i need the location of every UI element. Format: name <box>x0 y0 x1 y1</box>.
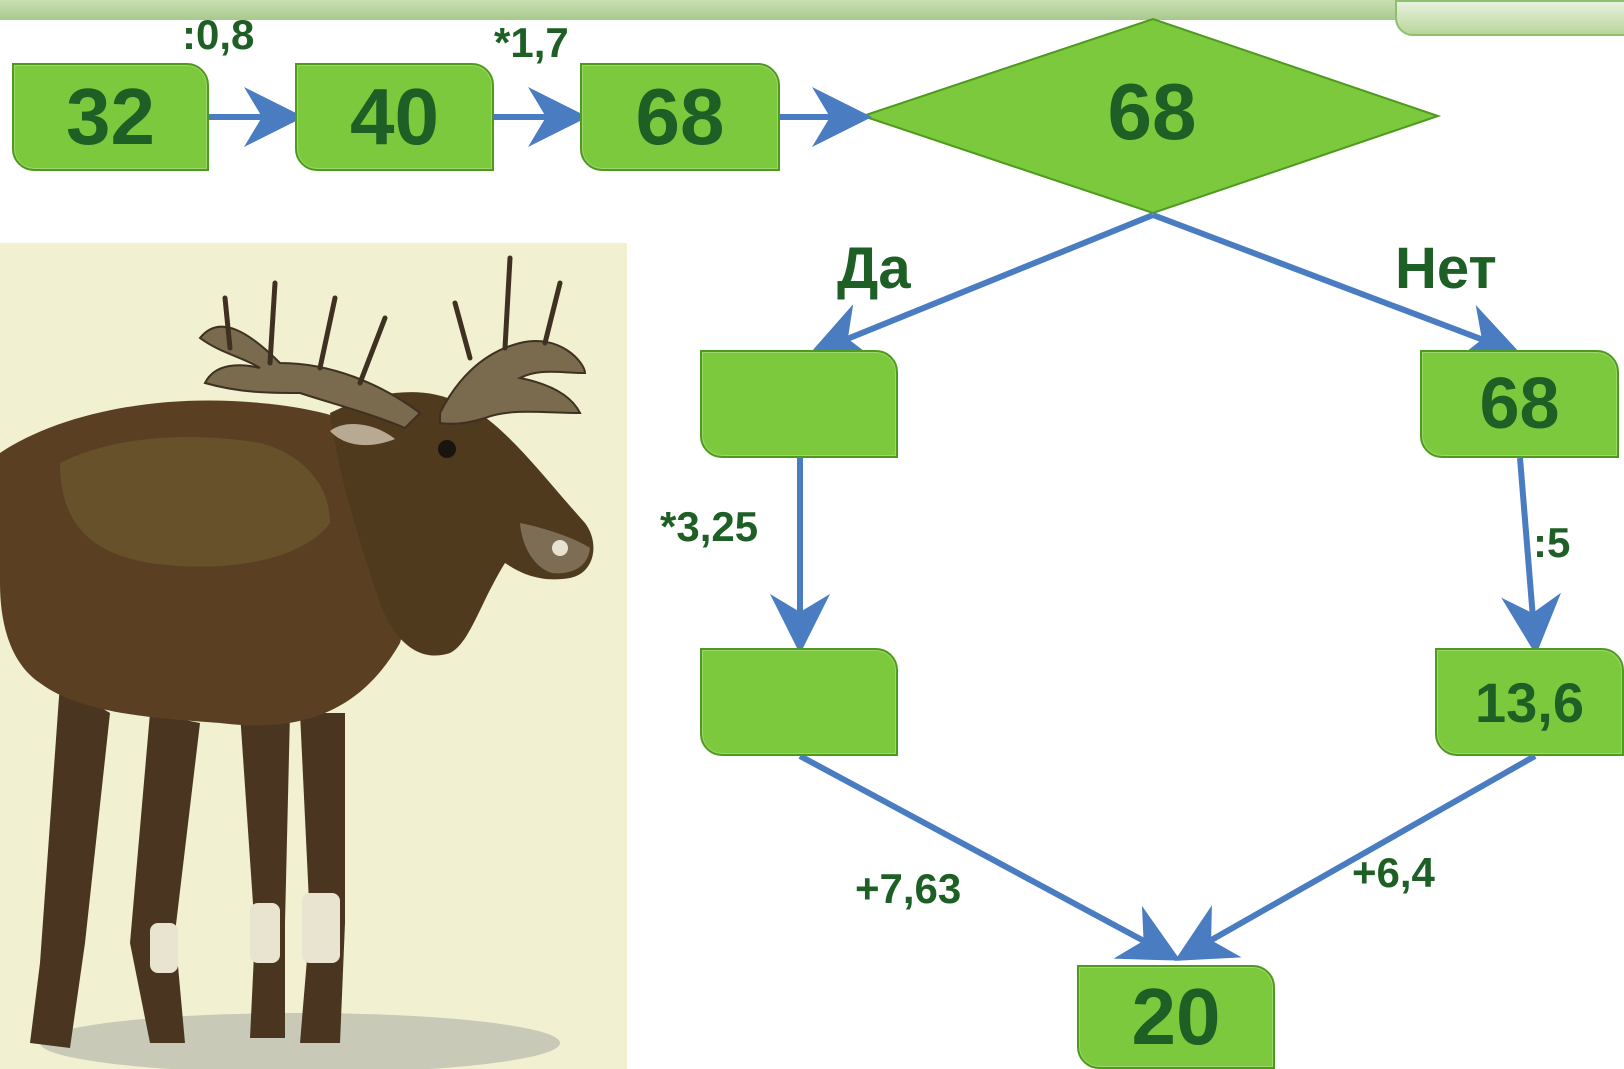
op-label-2: *1,7 <box>494 19 569 66</box>
arrow-no1-to-no2 <box>1501 457 1562 655</box>
box-result: 20 <box>1077 965 1275 1069</box>
op-label-yes-join: +7,63 <box>855 865 962 912</box>
arrow-yes2-to-result <box>798 753 1181 961</box>
arrow-no2-to-result <box>1174 753 1537 961</box>
box-no-2: 13,6 <box>1435 648 1624 756</box>
slide-top-bar <box>0 0 1624 20</box>
slide-corner-tab <box>1395 0 1624 36</box>
branch-label-yes: Да <box>837 236 911 301</box>
op-label-no: :5 <box>1533 519 1571 566</box>
box-start: 32 <box>12 63 209 171</box>
branch-label-no: Нет <box>1395 236 1497 301</box>
arrow-condition-to-yes <box>808 212 1155 360</box>
op-label-1: :0,8 <box>182 11 255 58</box>
op-label-no-join: +6,4 <box>1352 849 1435 896</box>
op-label-yes: *3,25 <box>660 503 759 550</box>
arrow-condition-to-no <box>1151 212 1522 362</box>
box-yes-2 <box>700 648 898 756</box>
box-step3: 68 <box>580 63 780 171</box>
box-yes-1 <box>700 350 898 458</box>
box-no-1: 68 <box>1420 350 1619 458</box>
condition-value: 68 <box>1107 67 1197 156</box>
condition-diamond <box>859 17 1442 215</box>
moose-illustration <box>0 243 627 1069</box>
box-step2: 40 <box>295 63 494 171</box>
